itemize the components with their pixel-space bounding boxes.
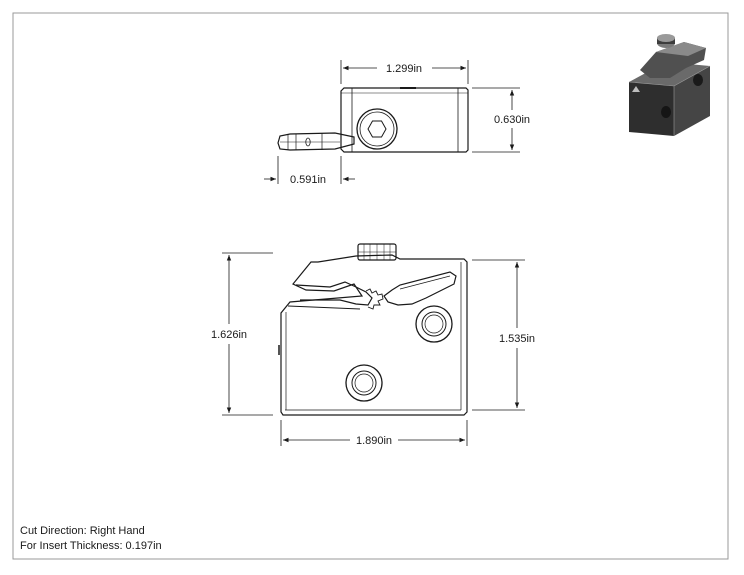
preview-edges xyxy=(628,65,711,136)
preview-blade xyxy=(632,86,640,92)
screw-head-ring xyxy=(359,111,395,147)
hex-socket-icon xyxy=(367,120,387,138)
front-view-dimensions xyxy=(222,252,525,446)
dim-front-width: 1.890in xyxy=(356,435,392,447)
mounting-hole-lower xyxy=(345,364,383,402)
mounting-hole-lower-core xyxy=(354,373,374,393)
insert-teeth xyxy=(365,288,384,310)
mounting-hole-upper-inner xyxy=(421,311,447,337)
front-edge xyxy=(287,305,361,310)
mounting-hole-upper-core xyxy=(424,314,444,334)
mounting-hole-upper xyxy=(415,305,453,343)
blade-hole xyxy=(305,137,311,147)
preview-clamp-highlight xyxy=(656,42,706,56)
clamp-arm-slot xyxy=(399,275,451,290)
insert-thickness-note: For Insert Thickness: 0.197in xyxy=(20,540,162,552)
dim-front-left-height: 1.626in xyxy=(211,329,247,341)
preview-hole-front xyxy=(661,106,671,118)
top-view xyxy=(277,87,469,153)
mounting-hole-lower-inner xyxy=(351,370,377,396)
dim-front-right-height: 1.535in xyxy=(499,333,535,345)
top-view-dimensions xyxy=(264,60,520,184)
sheet-border xyxy=(12,12,729,560)
dim-top-offset: 0.591in xyxy=(290,174,326,186)
dim-top-height: 0.630in xyxy=(494,114,530,126)
clamp-arm xyxy=(383,271,457,306)
dim-top-width: 1.299in xyxy=(386,63,422,75)
preview-screw-top xyxy=(657,34,675,42)
front-view xyxy=(278,243,468,416)
front-view-body xyxy=(280,254,468,416)
top-view-body xyxy=(340,87,469,153)
screw-head xyxy=(356,108,398,150)
insert-slot xyxy=(295,281,373,306)
blade-tip xyxy=(277,132,355,151)
preview-hole-side xyxy=(693,74,703,86)
isometric-preview xyxy=(628,34,711,136)
cut-direction-note: Cut Direction: Right Hand xyxy=(20,525,145,537)
preview-front-face xyxy=(629,82,674,136)
